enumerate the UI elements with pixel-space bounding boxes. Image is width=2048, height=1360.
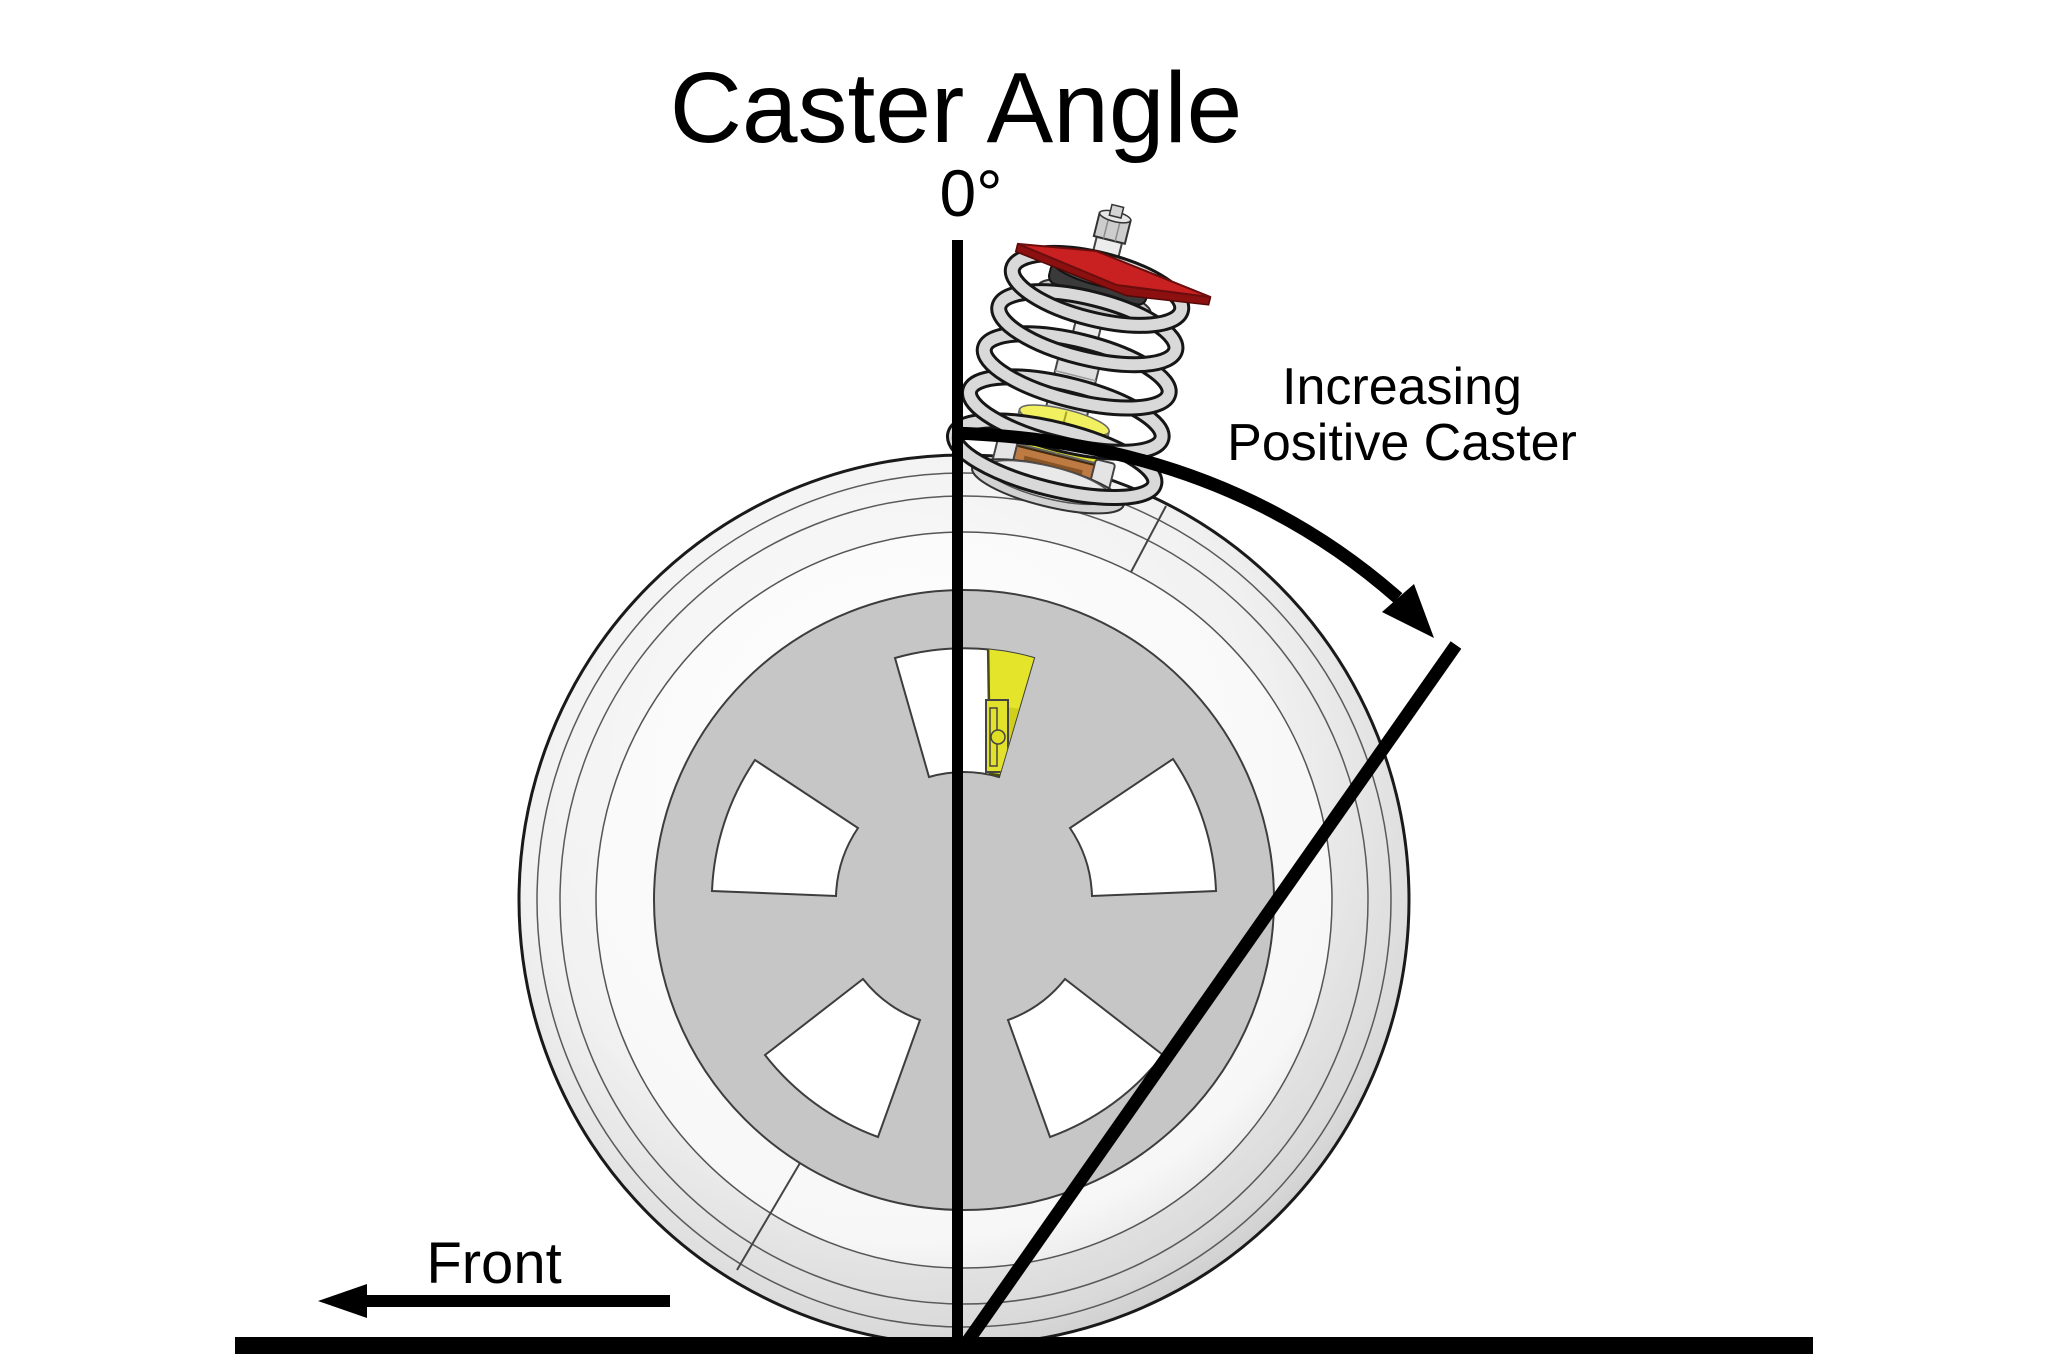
spoke-cutout-left: [710, 758, 860, 898]
tire-seam-line: [1130, 505, 1167, 573]
coil-spring: [945, 244, 1191, 507]
front-label: Front: [426, 1231, 561, 1296]
camber-plate: [1014, 242, 1212, 306]
zero-degree-label: 0°: [939, 156, 1002, 230]
tire-sidewall-line-outer: [536, 472, 1392, 1328]
spoke-cutout-right: [1068, 757, 1218, 898]
ground-line: [235, 1337, 1813, 1354]
caster-arc: [951, 426, 1403, 603]
strut-top-nut: [1092, 203, 1132, 245]
spoke-cutout-bottom-right: [1006, 977, 1165, 1139]
front-arrow-icon: [318, 1284, 670, 1318]
caliper-bolt: [990, 729, 1006, 745]
caster-axis-line: [957, 641, 1462, 1352]
spoke-cutout-bottom-left: [763, 977, 922, 1139]
caster-arc-arrowhead-icon: [1382, 584, 1434, 638]
page-title: Caster Angle: [670, 52, 1243, 164]
camber-plate-top: [1017, 242, 1211, 299]
spoke-cutouts: [710, 647, 1218, 1139]
tire-seam-line: [736, 1162, 801, 1271]
tire-sidewall-line-inner: [559, 495, 1369, 1305]
annotation-line2: Positive Caster: [1227, 414, 1577, 472]
zero-reference-line: [952, 240, 963, 1350]
wheel: [517, 453, 1411, 1347]
annotation-line1: Increasing: [1282, 358, 1522, 416]
